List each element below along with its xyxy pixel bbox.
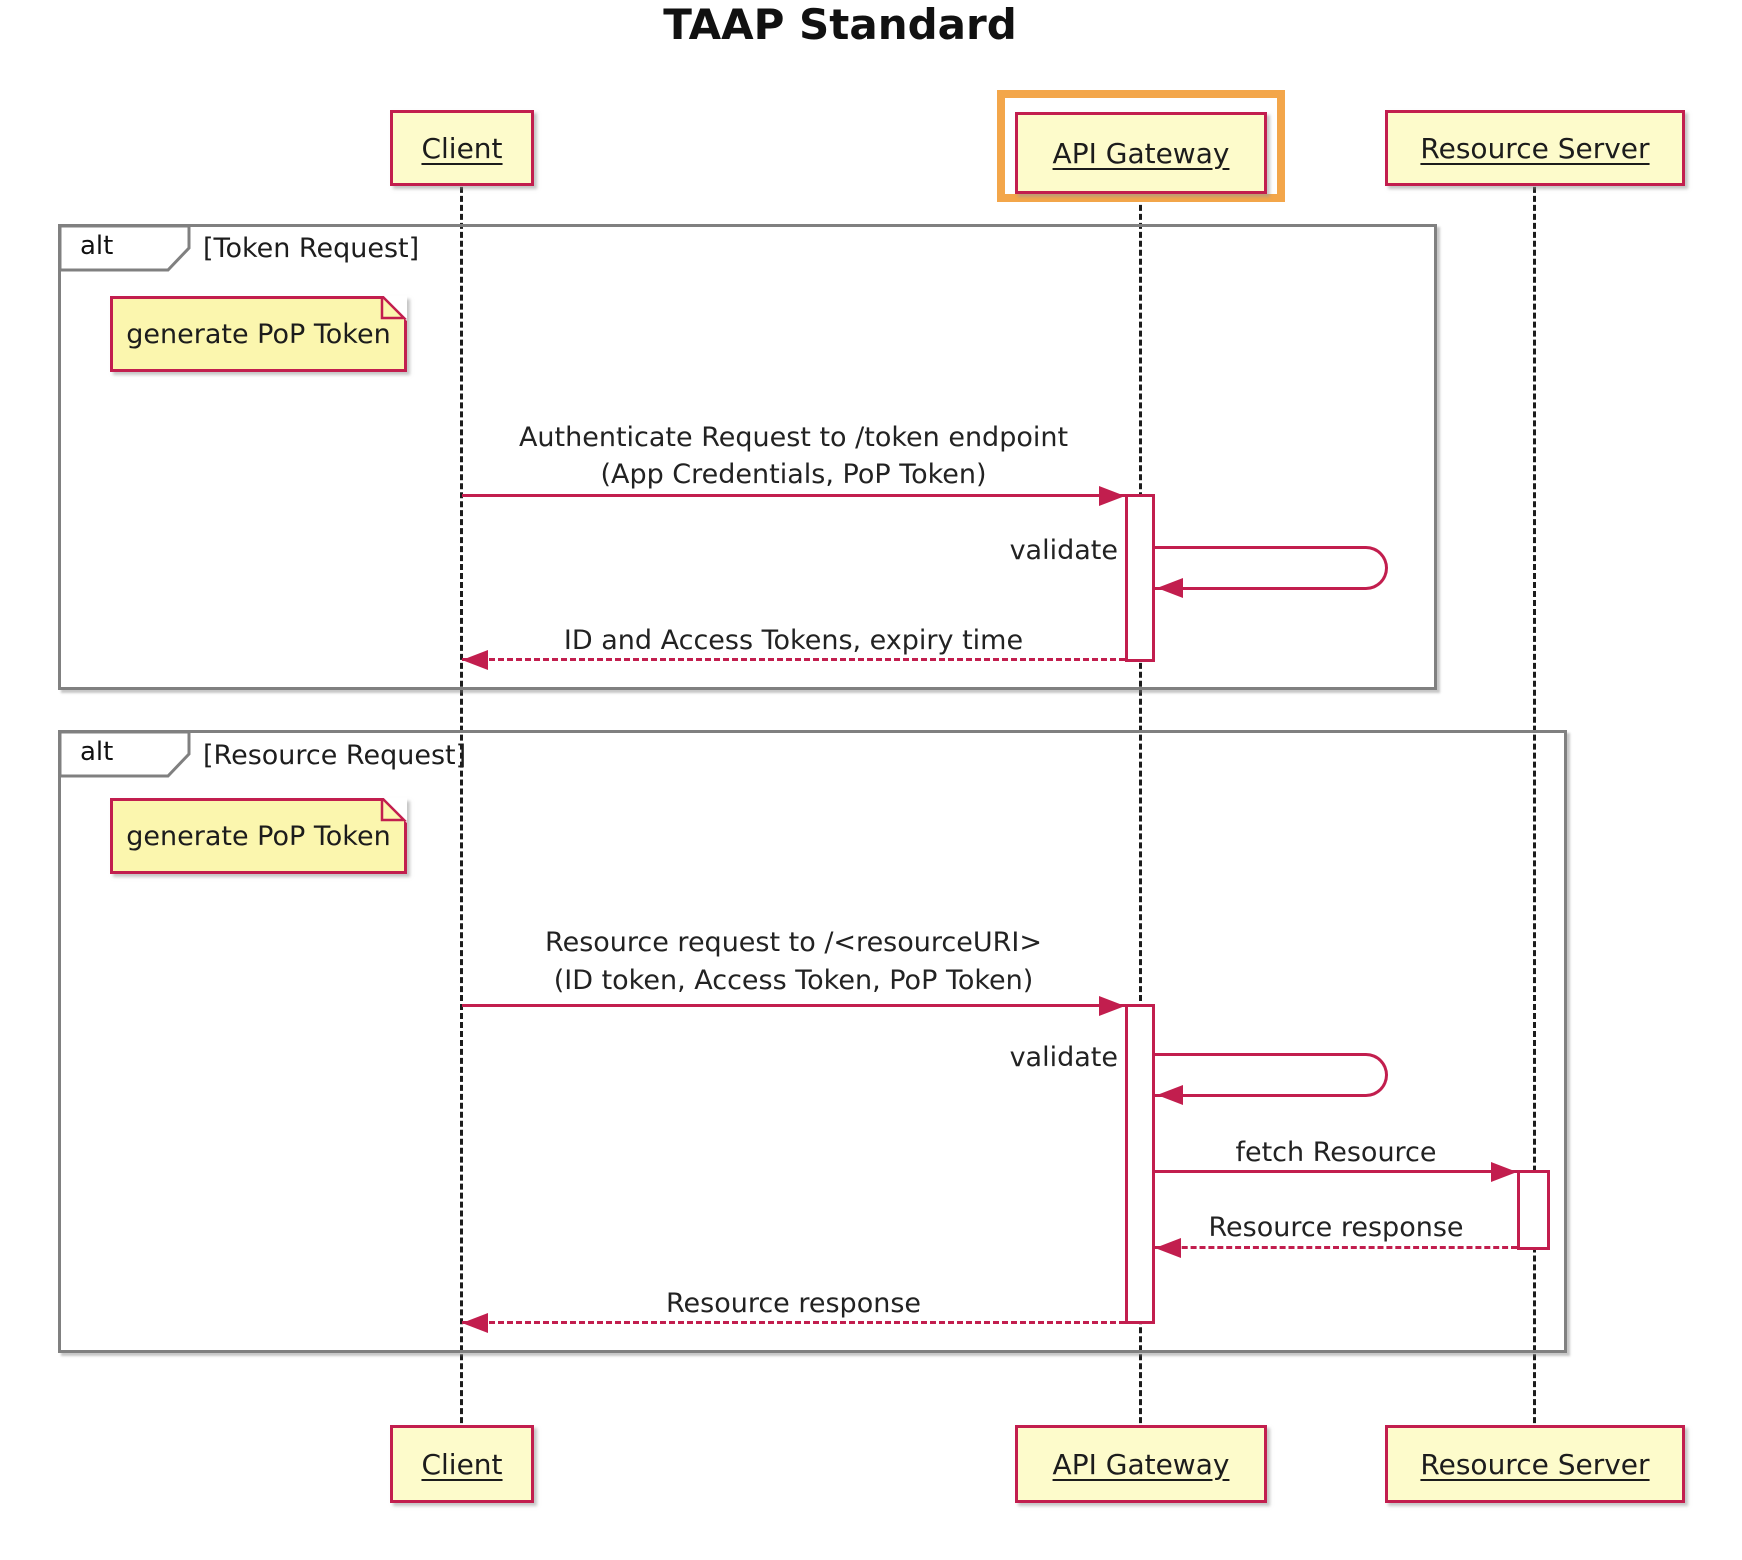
participant-label-api-gateway-top: API Gateway	[1052, 136, 1230, 170]
message-label-fetch-resource: fetch Resource	[1235, 1137, 1437, 1168]
alt-operator-tab-2	[58, 730, 191, 778]
message-line-resource-response-client	[462, 1321, 1125, 1324]
message-line-auth-request	[462, 494, 1125, 497]
alt-operator-tab-1	[58, 224, 191, 272]
lifeline-resource-server	[1533, 160, 1536, 1450]
participant-box-client-bottom: Client	[390, 1425, 534, 1503]
arrowhead-left-icon	[1157, 578, 1183, 598]
self-message-loop-2	[1155, 1053, 1388, 1097]
arrowhead-left-icon	[462, 1313, 488, 1333]
message-label-resource-response-client: Resource response	[665, 1288, 922, 1319]
message-line-fetch-resource	[1155, 1170, 1517, 1173]
participant-label-client-top: Client	[421, 131, 503, 165]
activation-bar-resource-server	[1517, 1170, 1550, 1250]
participant-box-api-gateway-bottom: API Gateway	[1015, 1425, 1267, 1503]
message-label-auth-request-line2: (App Credentials, PoP Token)	[600, 459, 987, 490]
participant-box-resource-server-top: Resource Server	[1385, 110, 1685, 186]
participant-label-resource-server-bottom: Resource Server	[1420, 1447, 1650, 1481]
alt-frame-resource-request	[58, 730, 1567, 1353]
self-message-loop-1	[1155, 546, 1388, 590]
arrowhead-left-icon	[1155, 1238, 1181, 1258]
lifeline-api-gateway	[1139, 160, 1142, 1450]
arrowhead-right-icon	[1099, 486, 1125, 506]
alt-condition-token-request: [Token Request]	[203, 233, 420, 264]
arrowhead-right-icon	[1099, 996, 1125, 1016]
participant-label-api-gateway-bottom: API Gateway	[1052, 1447, 1230, 1481]
highlight-annotation-api-gateway	[997, 90, 1285, 202]
message-label-validate-2: validate	[1009, 1042, 1118, 1073]
message-label-resource-request-line2: (ID token, Access Token, PoP Token)	[553, 965, 1034, 996]
lifeline-client	[460, 160, 463, 1450]
note-text-1: generate PoP Token	[126, 318, 391, 350]
message-label-token-response: ID and Access Tokens, expiry time	[563, 625, 1024, 656]
arrowhead-right-icon	[1491, 1162, 1517, 1182]
message-line-token-response	[462, 658, 1125, 661]
participant-box-resource-server-bottom: Resource Server	[1385, 1425, 1685, 1503]
participant-label-resource-server-top: Resource Server	[1420, 131, 1650, 165]
activation-bar-gateway-2	[1125, 1004, 1155, 1324]
activation-bar-gateway-1	[1125, 494, 1155, 662]
alt-frame-token-request	[58, 224, 1437, 690]
arrowhead-left-icon	[462, 650, 488, 670]
message-label-resource-request-line1: Resource request to /<resourceURI>	[545, 927, 1042, 958]
alt-operator-label-1: alt	[80, 231, 114, 261]
diagram-title: TAAP Standard	[663, 0, 1017, 49]
message-line-resource-request	[462, 1004, 1125, 1007]
participant-label-client-bottom: Client	[421, 1447, 503, 1481]
message-label-resource-response-server: Resource response	[1208, 1212, 1464, 1243]
note-generate-pop-token-2: generate PoP Token	[110, 798, 407, 874]
arrowhead-left-icon	[1157, 1085, 1183, 1105]
note-generate-pop-token-1: generate PoP Token	[110, 296, 407, 372]
message-label-auth-request-line1: Authenticate Request to /token endpoint	[518, 422, 1069, 453]
note-fold-corner-icon	[380, 296, 407, 321]
message-label-validate-1: validate	[1009, 535, 1118, 566]
alt-condition-resource-request: [Resource Request]	[203, 740, 467, 771]
note-text-2: generate PoP Token	[126, 820, 391, 852]
message-line-resource-response-server	[1155, 1246, 1517, 1249]
alt-operator-label-2: alt	[80, 737, 114, 767]
participant-box-client-top: Client	[390, 110, 534, 186]
note-fold-corner-icon	[380, 798, 407, 823]
participant-box-api-gateway-top: API Gateway	[1015, 112, 1267, 194]
